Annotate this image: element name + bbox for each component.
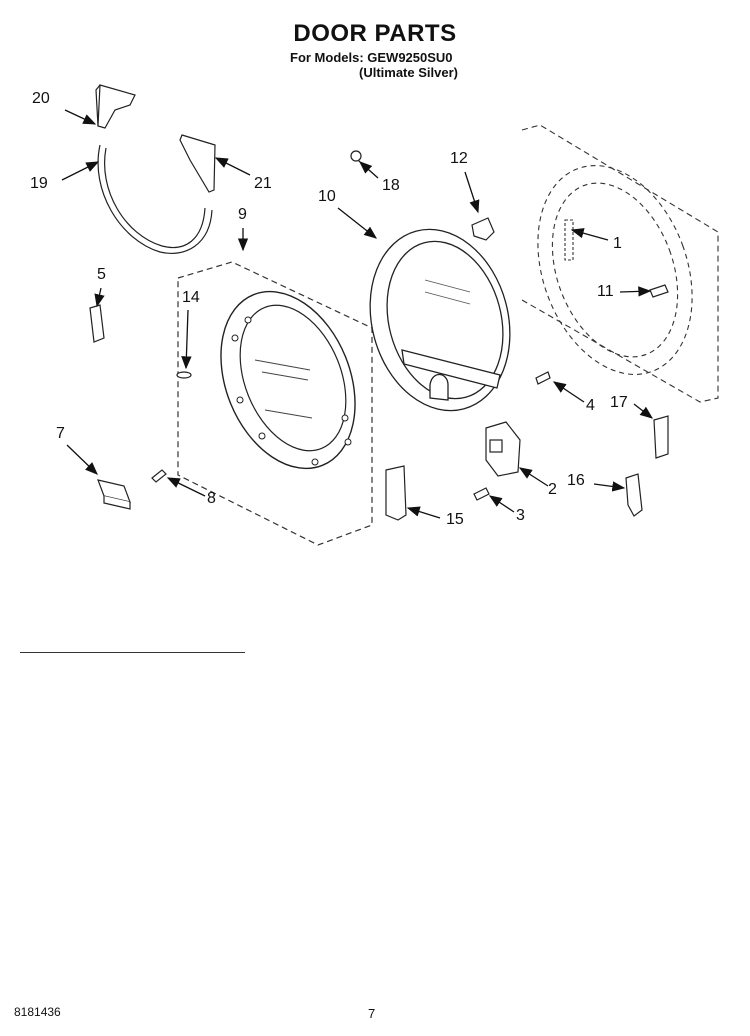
part-21-hinge-cover xyxy=(179,134,216,193)
document-number: 8181436 xyxy=(14,1005,61,1019)
part-3-screw xyxy=(473,487,490,501)
callout-14: 14 xyxy=(182,289,200,306)
callout-7: 7 xyxy=(56,425,65,442)
callout-15: 15 xyxy=(446,511,464,528)
part-14-washer xyxy=(176,371,192,379)
callout-19: 19 xyxy=(30,175,48,192)
part-8-screw xyxy=(151,469,167,483)
part-7-handle-bracket xyxy=(97,479,131,510)
page-number: 7 xyxy=(368,1006,376,1021)
callout-21: 21 xyxy=(254,175,272,192)
part-12-latch xyxy=(471,217,495,241)
callout-2: 2 xyxy=(548,481,557,498)
callout-18: 18 xyxy=(382,177,400,194)
leader-lines xyxy=(61,109,654,519)
callout-3: 3 xyxy=(516,507,525,524)
callout-1: 1 xyxy=(613,235,622,252)
part-17-strike xyxy=(653,415,669,459)
color-line: (Ultimate Silver) xyxy=(359,65,458,80)
part-5-bracket xyxy=(89,304,105,343)
exploded-parts-diagram xyxy=(61,84,719,546)
part-19-gasket-arc xyxy=(97,144,213,254)
callout-12: 12 xyxy=(450,150,468,167)
part-9-door-frame xyxy=(177,261,373,546)
divider-rule xyxy=(20,652,245,653)
part-11-screw xyxy=(649,284,669,298)
callout-11: 11 xyxy=(597,283,614,300)
models-caption: For Models: GEW9250SU0 (Ultimate Silver) xyxy=(290,50,458,80)
models-line: For Models: GEW9250SU0 xyxy=(290,50,453,65)
callout-9: 9 xyxy=(238,206,247,223)
part-15-handle xyxy=(385,465,407,521)
callout-10: 10 xyxy=(318,188,336,205)
part-4-screw xyxy=(535,371,551,385)
part-20-hinge-cover xyxy=(95,84,136,129)
part-1-inner-panel xyxy=(521,124,719,403)
callout-4: 4 xyxy=(586,397,595,414)
callout-16: 16 xyxy=(567,472,585,489)
callout-5: 5 xyxy=(97,266,106,283)
part-2-hinge xyxy=(485,421,521,477)
callout-20: 20 xyxy=(32,90,50,107)
callout-8: 8 xyxy=(207,490,216,507)
part-10-door-ring xyxy=(369,228,511,412)
callout-17: 17 xyxy=(610,394,628,411)
part-16-clip xyxy=(625,473,643,517)
page-title: DOOR PARTS xyxy=(293,20,457,47)
